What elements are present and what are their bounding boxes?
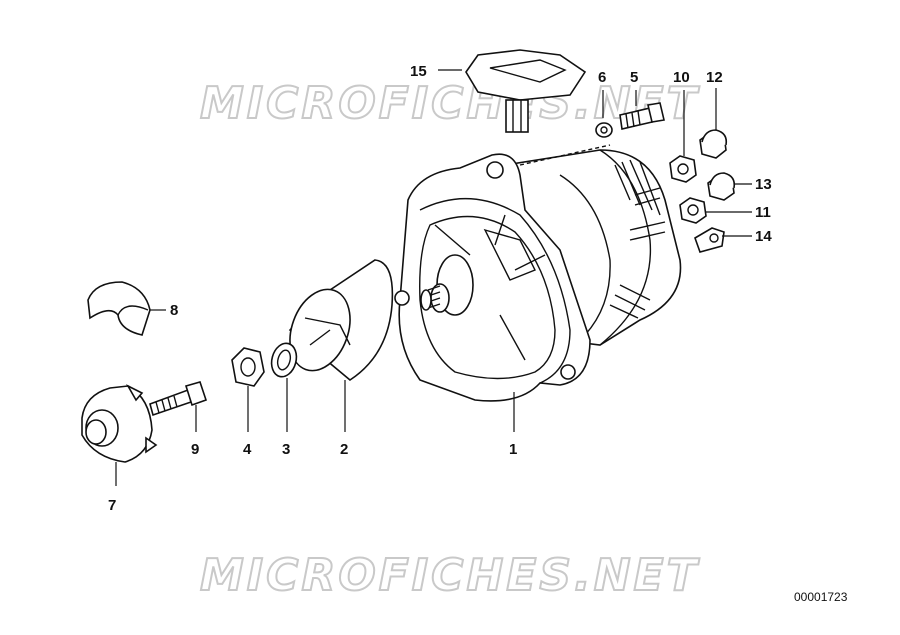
- callout-8[interactable]: 8: [170, 302, 178, 319]
- part-terminal-14[interactable]: [694, 227, 725, 253]
- part-cover-cap[interactable]: [87, 281, 151, 336]
- callout-7[interactable]: 7: [108, 497, 116, 514]
- part-cap-nut-13[interactable]: [707, 172, 736, 201]
- callout-13[interactable]: 13: [755, 176, 772, 193]
- part-regulator[interactable]: [465, 49, 587, 133]
- callout-10[interactable]: 10: [673, 69, 690, 86]
- callout-2[interactable]: 2: [340, 441, 348, 458]
- callout-6[interactable]: 6: [598, 69, 606, 86]
- part-damper[interactable]: [81, 384, 158, 463]
- part-bolt-9[interactable]: [149, 381, 208, 417]
- callout-3[interactable]: 3: [282, 441, 290, 458]
- callout-12[interactable]: 12: [706, 69, 723, 86]
- callout-11[interactable]: 11: [755, 204, 771, 221]
- part-nut-11[interactable]: [679, 197, 707, 224]
- watermark-bottom: MICROFICHES.NET: [200, 550, 700, 601]
- part-nut-4[interactable]: [231, 347, 265, 387]
- part-alternator[interactable]: [394, 144, 682, 402]
- callout-4[interactable]: 4: [243, 441, 252, 458]
- callout-9[interactable]: 9: [191, 441, 199, 458]
- callout-5[interactable]: 5: [630, 69, 638, 86]
- part-spacer-ring[interactable]: [268, 340, 300, 379]
- part-bolt-5[interactable]: [619, 102, 665, 130]
- part-washer-6[interactable]: [595, 122, 613, 138]
- part-cap-nut-12[interactable]: [699, 129, 728, 159]
- callout-1[interactable]: 1: [509, 441, 517, 458]
- part-nut-10[interactable]: [669, 155, 697, 183]
- watermark-top: MICROFICHES.NET: [200, 78, 700, 129]
- callout-15[interactable]: 15: [410, 63, 427, 80]
- leader-lines: [115, 69, 752, 486]
- diagram-ref-number: 00001723: [794, 590, 848, 604]
- part-pulley[interactable]: [279, 259, 394, 381]
- callout-14[interactable]: 14: [755, 228, 772, 245]
